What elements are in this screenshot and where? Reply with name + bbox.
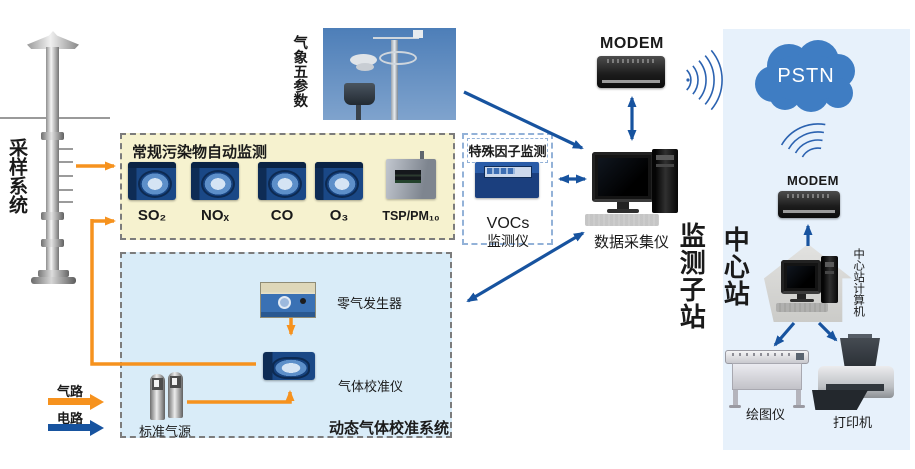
sensor-ring-icon — [379, 51, 417, 65]
center-modem-icon — [778, 191, 840, 218]
weather-mast-icon — [391, 40, 398, 120]
legend-gas-label: 气路 — [57, 384, 84, 399]
monitor-stand — [797, 294, 806, 300]
calibration-box-title: 动态气体校准系统 — [329, 420, 450, 437]
radiation-shield-icon — [356, 63, 374, 71]
zero-gas-label: 零气发生器 — [337, 296, 403, 311]
substation-modem-icon — [597, 56, 665, 88]
mast-base — [31, 277, 76, 284]
vocs-label-line2: 监测仪 — [487, 233, 529, 249]
center-station-label: 中心站 — [720, 226, 751, 307]
anemometer-arm-icon — [373, 37, 419, 39]
weather-station-photo — [323, 28, 456, 120]
weather-params-label: 气象五参数 — [291, 35, 308, 108]
center-modem-label: MODEM — [787, 173, 839, 188]
sampling-port — [59, 161, 73, 163]
analyzer-label-so2: SO₂ — [137, 207, 167, 224]
zero-gas-generator-icon — [260, 282, 316, 318]
printer-label: 打印机 — [833, 415, 873, 430]
daq-tower-icon — [652, 149, 678, 213]
analyzer-label-nox: NOₓ — [201, 207, 229, 224]
co-analyzer-icon — [258, 162, 306, 200]
gas-cylinder-icon — [150, 374, 165, 420]
sampling-port — [59, 201, 73, 203]
gas-cylinder-icon — [168, 372, 183, 418]
mast-collar — [41, 239, 64, 247]
daq-label: 数据采集仪 — [594, 234, 670, 251]
pstn-cloud-icon: PSTN — [755, 40, 857, 112]
keyboard-icon — [585, 214, 659, 226]
tsp-pm10-sampler-icon — [386, 151, 436, 199]
conventional-box-title: 常规污染物自动监测 — [132, 144, 268, 161]
analyzer-label-o3: O₃ — [329, 207, 349, 224]
center-monitor-icon — [781, 260, 821, 294]
sampling-port — [59, 189, 73, 191]
plotter-icon — [725, 348, 809, 410]
substation-modem-label: MODEM — [600, 35, 664, 52]
legend-electric-arrow-icon — [48, 419, 104, 436]
mast-base — [38, 270, 69, 277]
legend-gas-arrow-icon — [48, 393, 104, 410]
nox-analyzer-icon — [191, 162, 239, 200]
center-tower-icon — [821, 256, 838, 303]
sensor-housing-icon — [344, 83, 375, 105]
mast-collar — [41, 132, 64, 140]
mast-collar — [41, 212, 64, 220]
so2-analyzer-icon — [128, 162, 176, 200]
sampling-port — [59, 175, 73, 177]
standard-gas-label: 标准气源 — [139, 424, 192, 439]
plotter-label: 绘图仪 — [746, 407, 786, 422]
printer-icon — [812, 334, 894, 412]
pstn-label: PSTN — [777, 64, 835, 87]
vocs-monitor-icon — [475, 162, 539, 198]
sampling-system-label: 采样系统 — [5, 138, 27, 214]
keyboard-icon — [776, 303, 828, 312]
wireless-arcs-left-icon — [686, 49, 723, 111]
legend-electric-label: 电路 — [57, 411, 84, 426]
monitor-base — [790, 299, 814, 302]
o3-analyzer-icon — [315, 162, 363, 200]
substation-label: 监测子站 — [676, 222, 707, 330]
wind-vane-icon — [413, 30, 423, 38]
analyzer-label-co: CO — [270, 207, 294, 224]
sensor-pole-icon — [356, 105, 361, 120]
daq-monitor-icon — [592, 152, 654, 202]
sampling-port — [59, 148, 73, 150]
monitor-stand — [617, 202, 629, 210]
vocs-label-line1: VOCs — [486, 215, 530, 232]
analyzer-label-tsp: TSP/PM₁₀ — [382, 209, 440, 223]
gas-calibrator-icon — [263, 352, 315, 380]
monitor-base — [607, 209, 639, 213]
calibrator-label: 气体校准仪 — [338, 379, 404, 394]
special-box-title: 特殊因子监测 — [467, 138, 548, 163]
center-computer-label: 中心站计算机 — [852, 248, 865, 317]
